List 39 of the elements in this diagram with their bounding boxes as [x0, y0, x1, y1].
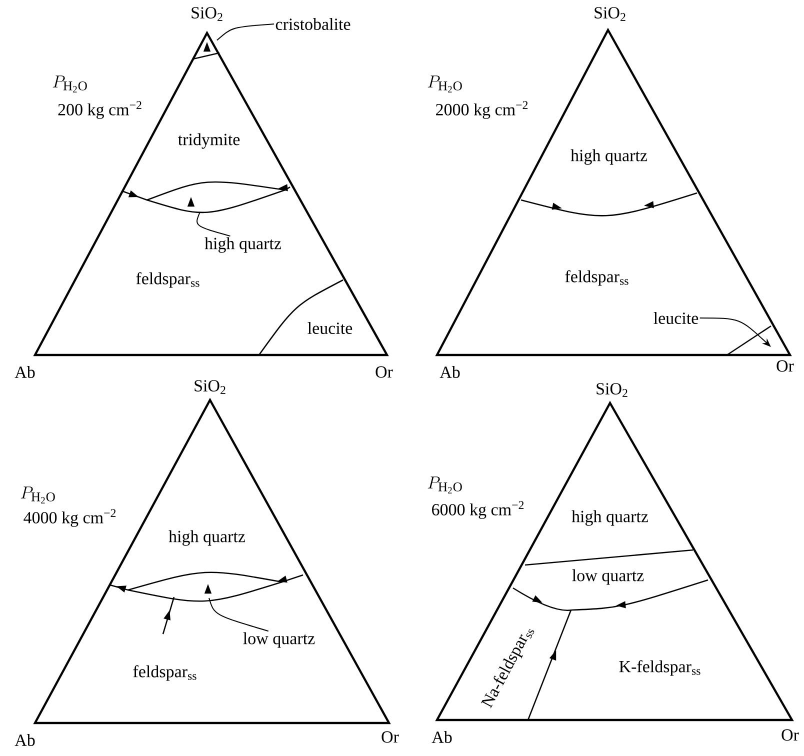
phase-label: feldspar$_{ss}$: [565, 270, 628, 286]
vertex-label: Ab: [440, 366, 460, 378]
phase-label: high quartz: [570, 149, 648, 165]
leader-line: [208, 598, 269, 632]
pressure-label: 200 kg cm$^{−2}$: [58, 101, 142, 119]
pressure-label: $P_{\mathrm{H_2O}}$: [428, 76, 462, 92]
vertex-label: Ab: [432, 731, 452, 743]
pressure-label: $P_{\mathrm{H_2O}}$: [428, 476, 462, 494]
phase-label: low quartz: [572, 569, 644, 585]
pressure-label: $P_{\mathrm{H_2O}}$: [52, 76, 87, 92]
vertex-label: Ab: [14, 734, 35, 746]
vertex-label: SiO$_{2}$: [596, 383, 628, 397]
vertex-label: Or: [782, 729, 799, 741]
phase-label: feldspar$_{ss}$: [136, 272, 200, 288]
phase-label: tridymite: [178, 133, 240, 149]
phase-label: K-feldspar$_{ss}$: [619, 660, 700, 676]
vertex-label: SiO$_{2}$: [192, 7, 222, 21]
phase-label: leucite: [654, 312, 698, 324]
pressure-label: 2000 kg cm$^{−2}$: [436, 101, 528, 119]
phase-label: feldspar$_{ss}$: [133, 665, 196, 681]
phase-label: cristobalite: [276, 18, 350, 30]
leader-line: [196, 212, 231, 237]
pressure-label: $P_{\mathrm{H_2O}}$: [20, 486, 55, 504]
phase-label: leucite: [308, 322, 352, 334]
pressure-label: 6000 kg cm$^{−2}$: [432, 501, 524, 519]
leader-line: [216, 24, 275, 41]
vertex-label: Or: [376, 366, 393, 378]
phase-label: high quartz: [204, 237, 281, 253]
vertex-label: Or: [776, 360, 794, 372]
vertex-label: SiO$_{2}$: [594, 7, 626, 21]
vertex-label: SiO$_{2}$: [194, 380, 226, 394]
boundary-curve: [192, 42, 220, 60]
vertex-label: Ab: [14, 366, 35, 378]
phase-label: high quartz: [572, 510, 648, 526]
pressure-label: 4000 kg cm$^{−2}$: [24, 509, 116, 527]
phase-label: low quartz: [243, 632, 315, 648]
phase-label: high quartz: [168, 530, 245, 546]
lens-boundary: [122, 181, 290, 214]
vertex-label: Or: [382, 731, 399, 743]
